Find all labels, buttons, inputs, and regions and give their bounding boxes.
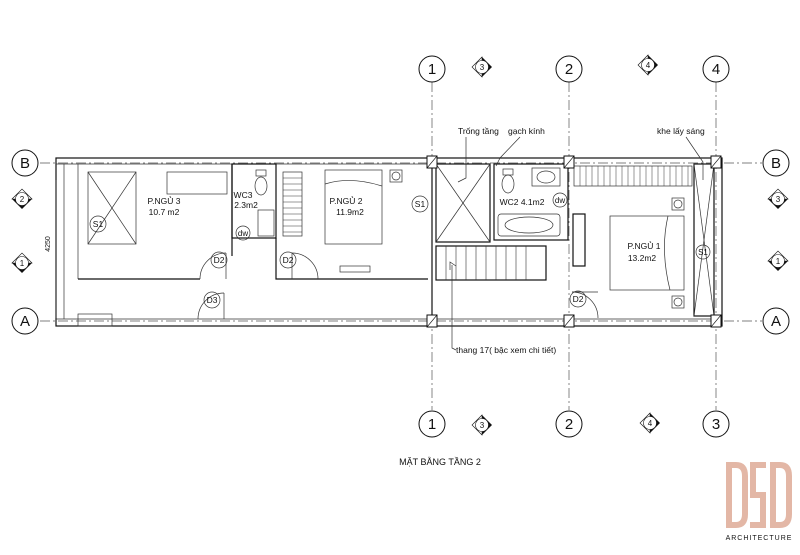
svg-text:2: 2	[20, 195, 25, 204]
svg-text:4250: 4250	[45, 236, 52, 252]
svg-text:3: 3	[712, 416, 720, 433]
svg-text:3: 3	[776, 195, 781, 204]
bedroom-1-area: 13.2m2	[628, 253, 657, 263]
bedroom-3-area: 10.7 m2	[149, 207, 180, 217]
wc2-label: WC2 4.1m2	[500, 197, 545, 207]
note-glass: gạch kính	[495, 126, 545, 167]
wc3-area: 2.3m2	[234, 200, 258, 210]
svg-text:3: 3	[480, 63, 485, 72]
closet	[282, 171, 303, 237]
svg-text:1: 1	[20, 259, 25, 268]
svg-text:D2: D2	[283, 255, 294, 265]
dimension-4250: 4250	[45, 180, 57, 318]
svg-text:khe lấy sáng: khe lấy sáng	[657, 126, 705, 136]
svg-text:B: B	[771, 155, 781, 172]
svg-text:D3: D3	[207, 295, 218, 305]
grid-bubble-top-4: 4	[702, 55, 730, 83]
note-stair: thang 17( bậc xem chi tiết)	[451, 265, 556, 355]
section-mark-right-3: 3	[767, 188, 789, 209]
svg-text:3: 3	[480, 421, 485, 430]
door-d3: D3	[197, 291, 225, 320]
brand-name: ARCHITECTURE	[726, 535, 793, 542]
stair	[435, 245, 547, 281]
svg-text:D2: D2	[214, 255, 225, 265]
svg-text:1: 1	[428, 416, 436, 433]
room-bedroom-3: S1 P.NGỦ 3 10.7 m2 D2	[78, 164, 233, 280]
section-mark-right-1: 1	[767, 250, 789, 271]
bedroom-2-name: P.NGỦ 2	[330, 195, 363, 206]
note-skylight: khe lấy sáng	[657, 126, 705, 180]
bedroom-1-name: P.NGỦ 1	[628, 240, 661, 251]
svg-text:1: 1	[776, 257, 781, 266]
grid-lines	[40, 82, 762, 410]
svg-text:2: 2	[565, 416, 573, 433]
section-mark-bottom-4: 4	[639, 412, 660, 434]
grid-bubble-row-b-left: B	[11, 149, 39, 177]
svg-text:4: 4	[646, 61, 651, 70]
drawing-title: MẶT BẰNG TẦNG 2	[399, 457, 481, 467]
svg-text:B: B	[20, 155, 30, 172]
section-mark-bottom-3: 3	[471, 414, 492, 436]
svg-text:4: 4	[712, 61, 720, 78]
room-wc3: WC3 2.3m2 dw	[231, 163, 277, 241]
note-void: Trống tầng	[457, 126, 499, 183]
wc3-name: WC3	[234, 190, 253, 200]
section-mark-top-4: 4	[637, 54, 658, 76]
bedroom-2-area: 11.9m2	[336, 207, 364, 217]
void-area	[435, 163, 491, 243]
skylight-slot: S1	[693, 163, 715, 317]
svg-text:thang 17( bậc xem chi tiết): thang 17( bậc xem chi tiết)	[456, 345, 556, 355]
room-bedroom-2: P.NGỦ 2 11.9m2 S1 D2	[275, 169, 429, 280]
grid-bubble-top-2: 2	[555, 55, 583, 83]
svg-text:2: 2	[565, 61, 573, 78]
section-mark-left-1: 1	[11, 252, 33, 273]
room-wc2: WC2 4.1m2 dw	[493, 163, 569, 241]
svg-text:A: A	[771, 313, 781, 330]
svg-text:gạch kính: gạch kính	[508, 126, 545, 136]
grid-bubble-top-1: 1	[418, 55, 446, 83]
grid-bubble-bottom-3: 3	[702, 410, 730, 438]
svg-text:S1: S1	[415, 199, 426, 209]
grid-bubble-bottom-1: 1	[418, 410, 446, 438]
section-mark-left-2: 2	[11, 188, 33, 209]
svg-text:A: A	[20, 313, 30, 330]
columns	[426, 155, 722, 328]
grid-bubble-row-a-right: A	[762, 307, 790, 335]
svg-text:S1: S1	[93, 219, 104, 229]
svg-text:Trống tầng: Trống tầng	[458, 126, 499, 136]
svg-text:1: 1	[428, 61, 436, 78]
section-mark-top-3: 3	[471, 56, 492, 78]
room-bedroom-1: P.NGỦ 1 13.2m2 D2	[569, 165, 693, 319]
grid-bubble-row-b-right: B	[762, 149, 790, 177]
bedroom-3-name: P.NGỦ 3	[148, 195, 181, 206]
svg-text:4: 4	[648, 419, 653, 428]
grid-bubble-row-a-left: A	[11, 307, 39, 335]
brand-logo: ARCHITECTURE	[726, 462, 793, 542]
svg-text:S1: S1	[698, 248, 708, 257]
grid-bubble-bottom-2: 2	[555, 410, 583, 438]
svg-text:D2: D2	[573, 294, 584, 304]
svg-text:dw: dw	[238, 229, 248, 238]
svg-text:dw: dw	[555, 196, 565, 205]
